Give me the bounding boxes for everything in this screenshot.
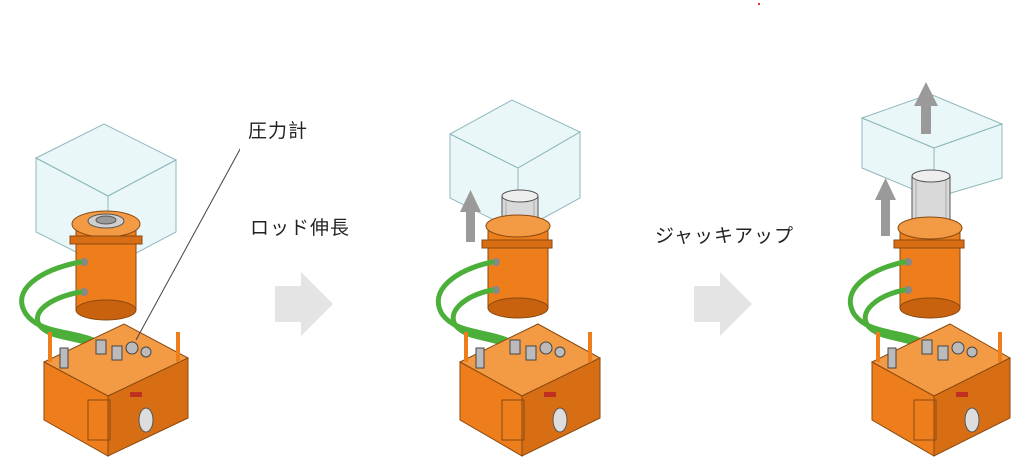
rod-extension-label: ロッド伸長 — [250, 217, 351, 239]
jack-unit-illustration — [19, 123, 240, 457]
lift-arrow-icon — [875, 178, 896, 236]
pressure-gauge-leader — [135, 148, 240, 341]
hydraulic-cylinder — [481, 214, 553, 319]
jack-up-label: ジャッキアップ — [655, 225, 795, 247]
hydraulic-cylinder — [893, 216, 965, 319]
stage-jacked-up — [830, 0, 1024, 465]
pump-unit — [870, 323, 1012, 457]
lift-arrow-icon — [914, 82, 938, 134]
pump-unit — [458, 323, 602, 457]
marker-dot — [758, 3, 760, 5]
flow-arrow-2-icon — [694, 272, 752, 336]
stage-rod-extended — [420, 0, 620, 465]
hydraulic-hoses — [19, 259, 107, 353]
pressure-gauge-label: 圧力計 — [248, 120, 309, 142]
pump-unit — [42, 323, 190, 457]
hydraulic-cylinder — [69, 210, 143, 321]
jack-unit-illustration — [847, 82, 1012, 457]
stage-initial — [0, 0, 240, 465]
hydraulic-hoses — [847, 259, 933, 353]
lift-arrow-icon — [460, 190, 481, 242]
jack-unit-illustration — [435, 99, 602, 457]
flow-arrow-1-icon — [275, 272, 333, 336]
hydraulic-hoses — [435, 259, 521, 353]
